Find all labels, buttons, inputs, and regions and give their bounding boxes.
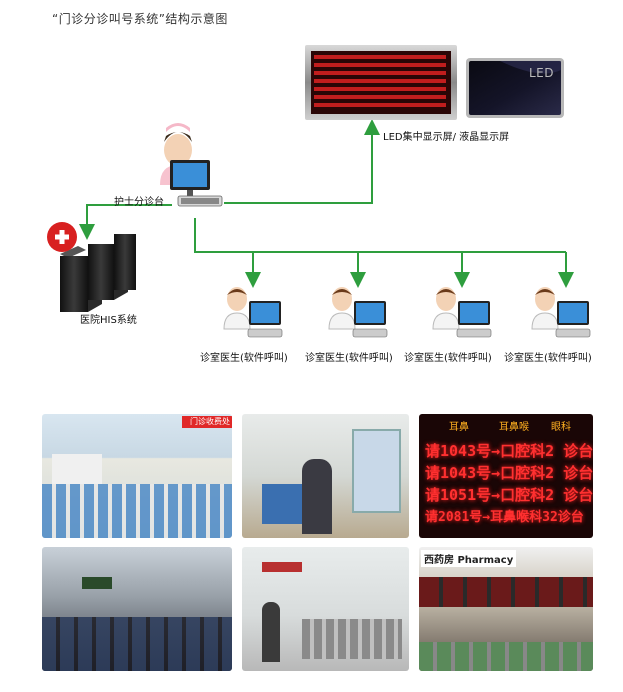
led-row-2: 请1043号→口腔科2 诊台 [425,464,593,482]
led-row-1: 请1043号→口腔科2 诊台 [425,442,593,460]
photo-corridor [242,414,409,538]
photo-led-board: 耳鼻 耳鼻喉 眼科 请1043号→口腔科2 诊台 请1043号→口腔科2 诊台 … [419,414,593,538]
doctor-station-icon-2 [328,287,388,338]
doctor-label-2: 诊室医生(软件呼叫) [305,353,393,364]
connector-his [86,204,172,235]
led-header-2: 耳鼻喉 [499,422,529,433]
doctor-label-1: 诊室医生(软件呼叫) [200,353,288,364]
page-title: “门诊分诊叫号系统”结构示意图 [52,12,228,26]
doctor-station-icon-1 [223,287,283,338]
connector-lines [79,119,574,288]
doctor-label-3: 诊室医生(软件呼叫) [404,353,492,364]
photo1-sign: 门诊收费处 [190,417,230,426]
connector-bus [194,218,566,253]
led-board-icon [305,45,457,120]
led-header-1: 耳鼻 [449,422,469,433]
connector-nurse-to-led [224,119,380,204]
nurse-station-icon [160,123,223,207]
doctor-station-icon-3 [432,287,492,338]
his-system-label: 医院HIS系统 [80,315,137,326]
led-row-3: 请1051号→口腔科2 诊台 [425,486,593,504]
lcd-screen-icon [466,58,564,118]
doctor-label-4: 诊室医生(软件呼叫) [504,353,592,364]
photo6-sign: 西药房 Pharmacy [421,550,517,567]
photo-patients-seated [42,547,232,671]
led-header-3: 眼科 [551,422,571,433]
led-display-label: LED集中显示屏/ 液晶显示屏 [383,132,510,143]
lcd-brand-label: LED [529,66,555,80]
photo-pharmacy: 西药房 Pharmacy [419,547,593,671]
photo-waiting-area [242,547,409,671]
led-row-4: 请2081号→耳鼻喉科32诊台 [425,510,584,525]
photo-waiting-hall: 门诊收费处 [42,414,232,538]
nurse-station-label: 护士分诊台 [114,197,164,208]
doctor-station-icon-4 [531,287,591,338]
his-server-icon [47,222,136,312]
